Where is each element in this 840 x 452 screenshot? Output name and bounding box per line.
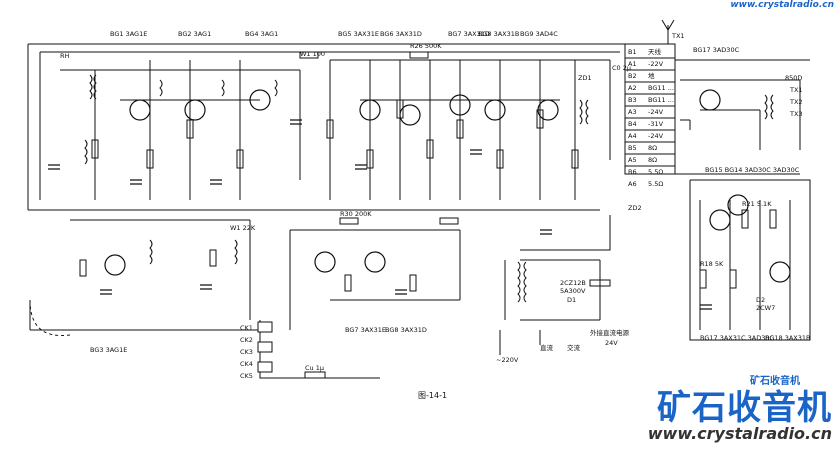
transistor-label-mid-bottom: BG7 3AX31E: [345, 326, 386, 334]
transistor-label-top: BG6 3AX31D: [380, 30, 422, 38]
switch-label: CK4: [240, 360, 253, 368]
connector-value-label: 5.5Ω: [648, 168, 663, 176]
connector-pin-label: A3: [628, 108, 637, 116]
connector-value-label: BG11 ...: [648, 96, 674, 104]
output-terminal-label: TX1: [789, 86, 803, 94]
connector-pin-label: B6: [628, 168, 637, 176]
transistor-label-right-bottom: BG18 3AX31B: [765, 334, 810, 342]
resistors: [79, 51, 777, 379]
switch-blocks: [257, 321, 273, 373]
ac-select-label: 交流: [567, 343, 581, 352]
transistor-label-top: BG7 3AX31D: [448, 30, 490, 38]
transistors: [104, 89, 791, 283]
diode-d1-label: D1: [567, 296, 576, 304]
connector-pin-label: A6: [628, 180, 637, 188]
connector-value-label: -24V: [648, 132, 664, 140]
component-value-label: W1 22K: [230, 224, 256, 232]
switch-label: CK5: [240, 372, 253, 380]
component-value-label: Cu 1μ: [305, 364, 324, 372]
connector-value-label: 8Ω: [648, 144, 657, 152]
antenna-label: TX1: [671, 32, 685, 40]
connector-value-label: BG11 ...: [648, 84, 674, 92]
component-value-label: C0 2μ: [612, 64, 631, 72]
transistor-label-top: BG8 3AX31B: [478, 30, 519, 38]
transistor-label-top: BG1 3AG1E: [110, 30, 147, 38]
component-value-label: RH: [60, 52, 70, 60]
component-value-label: R18 5K: [700, 260, 724, 268]
component-value-label: 850D: [785, 74, 802, 82]
transistor-label-right-top: BG17 3AD30C: [693, 46, 740, 54]
output-terminal-label: TX2: [789, 98, 803, 106]
connector-value-label: 地: [648, 71, 655, 80]
psu-rating-label: 5A300V: [560, 287, 586, 295]
connector-value-label: 8Ω: [648, 156, 657, 164]
diode-d2-label: D2: [756, 296, 765, 304]
watermark-brand-small: 矿石收音机: [750, 376, 800, 387]
connector-value-label: -31V: [648, 120, 664, 128]
dc-select-label: 直流: [540, 343, 554, 352]
connector-pin-label: B5: [628, 144, 637, 152]
transistor-label-right-bottom: BG17 3AX31C 3AD30C: [700, 334, 774, 342]
connector-pin-label: A1: [628, 60, 637, 68]
component-value-label: W1 100: [300, 50, 325, 58]
connector-pin-label: B3: [628, 96, 637, 104]
ext-dc-label: 外接直流电源: [590, 328, 630, 337]
switch-label: CK1: [240, 324, 253, 332]
switch-label: CK2: [240, 336, 253, 344]
connector-pin-label: B4: [628, 120, 637, 128]
zener-zd1-label: ZD1: [578, 74, 592, 82]
psu-diode-label: 2CZ12B: [560, 279, 586, 287]
switch-label: CK3: [240, 348, 253, 356]
component-value-label: R30 200K: [340, 210, 372, 218]
connector-value-label: 5.5Ω: [648, 180, 663, 188]
transistor-label-top: BG5 3AX31E: [338, 30, 379, 38]
transformers: [84, 74, 774, 303]
capacitors: [48, 119, 712, 310]
transistor-label-top: BG9 3AD4C: [520, 30, 558, 38]
antenna-symbol: [661, 19, 675, 44]
component-value-label: R21 5.1K: [742, 200, 772, 208]
watermark-brand: 矿石收音机: [657, 388, 832, 428]
connector-pin-label: A2: [628, 84, 637, 92]
connector-value-label: -22V: [648, 60, 664, 68]
diode-d2-part-label: 2CW7: [756, 304, 775, 312]
connector-value-label: 天线: [648, 47, 662, 56]
transistor-label-left-bottom: BG3 3AG1E: [90, 346, 127, 354]
transistor-label-mid-bottom: BG8 3AX31D: [385, 326, 427, 334]
transistor-label-right-group: BG15 BG14 3AD30C 3AD30C: [705, 166, 800, 174]
psu-ac-label: ~220V: [496, 356, 519, 364]
component-value-label: R26 500K: [410, 42, 442, 50]
watermark-url-top: www.crystalradio.cn: [730, 0, 834, 10]
connector-pin-label: A4: [628, 132, 637, 140]
transistor-label-top: BG4 3AG1: [245, 30, 278, 38]
connector-value-label: -24V: [648, 108, 664, 116]
psu-out-label: 24V: [605, 339, 618, 347]
connector-pin-label: B1: [628, 48, 637, 56]
transistor-label-top: BG2 3AG1: [178, 30, 211, 38]
zener-zd2-label: ZD2: [628, 204, 642, 212]
output-terminal-label: TX3: [789, 110, 803, 118]
figure-caption: 图-14-1: [418, 391, 448, 400]
connector-pin-label: A5: [628, 156, 637, 164]
watermark-url-bottom: www.crystalradio.cn: [647, 424, 832, 443]
connector-pin-label: B2: [628, 72, 637, 80]
